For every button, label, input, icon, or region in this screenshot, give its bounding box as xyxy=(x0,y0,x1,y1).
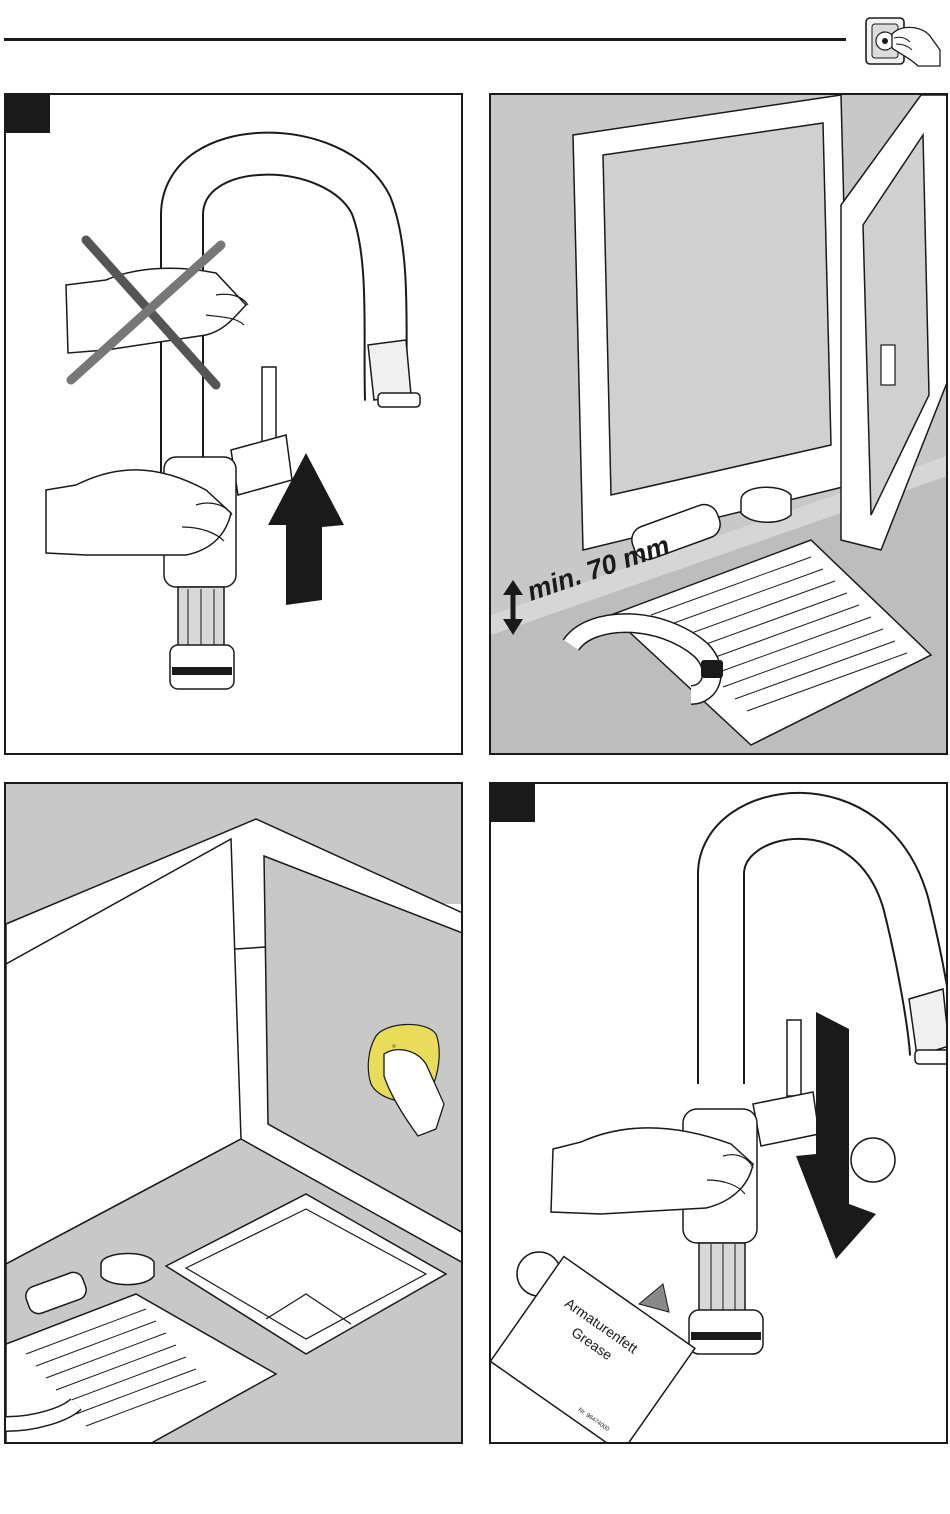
step-panel-2: min. 70 mm xyxy=(489,93,948,755)
clearance-dimension-icon: min. 70 mm xyxy=(491,95,948,755)
push-down-arrow-icon: Armaturenfett Grease Nr. 98474000 xyxy=(491,784,948,1444)
hand-turning-valve-icon xyxy=(864,14,942,68)
sponge-cleaning-icon xyxy=(6,784,463,1444)
faucet-lift-off-icon xyxy=(6,95,463,755)
header-rule xyxy=(4,38,846,41)
step-panel-3 xyxy=(4,782,463,1444)
step-panel-4: Armaturenfett Grease Nr. 98474000 xyxy=(489,782,948,1444)
step-panel-1 xyxy=(4,93,463,755)
